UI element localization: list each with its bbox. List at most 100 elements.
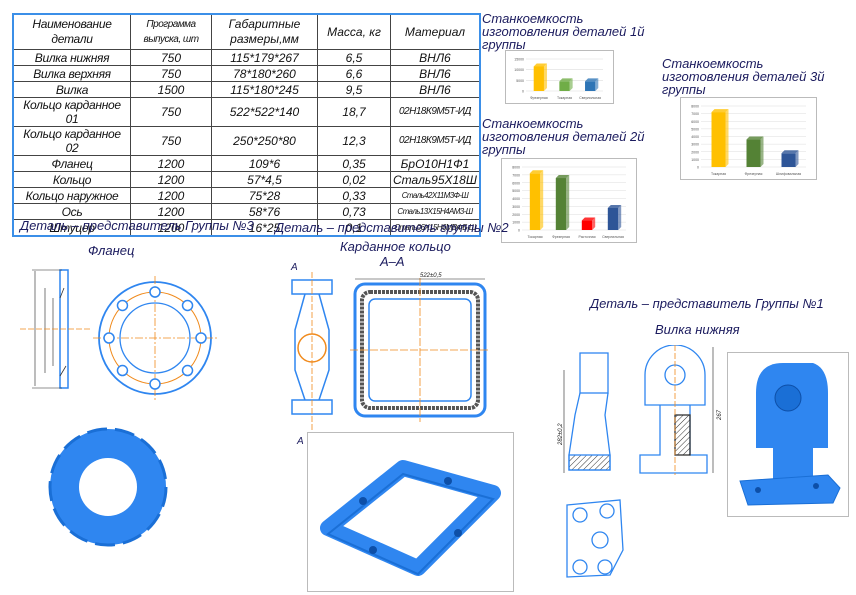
cell-program: 1200: [130, 171, 212, 188]
cell-name: Кольцо карданное 01: [12, 97, 131, 127]
bar-top: [533, 63, 547, 67]
header-name: Наименование детали: [12, 13, 131, 50]
fork-front-view: [639, 345, 708, 474]
x-tick-label: Токарная: [711, 172, 726, 176]
cell-dimensions: 58*76: [211, 203, 318, 220]
y-tick-label: 6000: [512, 181, 520, 185]
y-tick-label: 3000: [512, 205, 520, 209]
bar-top: [559, 78, 573, 82]
cell-program: 1200: [130, 219, 212, 237]
cell-material: Сталь06Х15Н6МВФБ-Ш: [389, 219, 481, 237]
cell-material: Сталь13Х15Н4АМ3-Ш: [389, 203, 481, 220]
cell-mass: 0,1: [317, 219, 391, 237]
cell-material: ВНЛ6: [389, 65, 481, 82]
group1-title: Деталь – представитель Группы №1: [590, 296, 824, 311]
cell-dimensions: 115*179*267: [211, 49, 318, 66]
group3-part-name: Фланец: [88, 243, 135, 258]
flange-drawings: [20, 269, 217, 547]
cell-program: 1200: [130, 155, 212, 172]
cell-program: 750: [130, 97, 212, 127]
x-tick-label: Токарная: [527, 235, 542, 239]
cell-dimensions: 78*180*260: [211, 65, 318, 82]
cell-name: Фланец: [12, 155, 131, 172]
bolt-hole: [149, 378, 161, 390]
x-tick-label: Токарная: [557, 96, 572, 100]
parts-table: Наименование детали Программа выпуска, ш…: [12, 13, 481, 237]
fork-3d-model: [727, 352, 849, 517]
ring-section-view: 522±0,5: [350, 273, 490, 422]
cell-name: Ось: [12, 203, 131, 220]
cell-dimensions: 109*6: [211, 155, 318, 172]
header-material: Материал: [389, 13, 481, 50]
gimbal-ring-drawings: 522±0,5: [291, 272, 490, 430]
bar-top: [607, 204, 622, 208]
bar-top: [711, 109, 729, 113]
y-tick-label: 10000: [514, 68, 524, 72]
bar-side: [540, 170, 544, 230]
y-tick-label: 4000: [691, 135, 699, 139]
bar-side: [618, 204, 622, 230]
y-tick-label: 1000: [512, 221, 520, 225]
cell-mass: 6,5: [317, 49, 391, 66]
bar-top: [529, 170, 544, 174]
y-tick-label: 8000: [691, 105, 699, 109]
section-mark-top: А: [291, 262, 298, 273]
x-tick-label: Сверлильная: [602, 235, 624, 239]
bar-side: [595, 78, 599, 91]
cell-mass: 0,73: [317, 203, 391, 220]
bar: [585, 81, 596, 91]
cell-mass: 0,35: [317, 155, 391, 172]
cell-name: Кольцо карданное 02: [12, 126, 131, 156]
bolt-hole: [181, 364, 194, 377]
bar-top: [555, 175, 570, 179]
bar: [559, 81, 570, 91]
bar-side: [592, 217, 596, 230]
bar-top: [581, 217, 596, 221]
bar-side: [566, 175, 570, 230]
cell-name: Кольцо наружное: [12, 187, 131, 204]
ring-width-dimension: 522±0,5: [420, 273, 442, 279]
group1-part-name: Вилка нижняя: [655, 322, 740, 337]
chart2-title: Станкоемкость изготовления деталей 2й гр…: [482, 116, 645, 157]
table-header-row: Наименование детали Программа выпуска, ш…: [12, 13, 481, 50]
bolt-hole: [103, 332, 115, 344]
cell-mass: 0,02: [317, 171, 391, 188]
cell-name: Вилка верхняя: [12, 65, 131, 82]
y-tick-label: 6000: [691, 120, 699, 124]
y-tick-label: 1000: [691, 158, 699, 162]
x-tick-label: Фрезерная: [530, 96, 548, 100]
cell-dimensions: 522*522*140: [211, 97, 318, 127]
cell-mass: 0,33: [317, 187, 391, 204]
group2-part-name: Карданное кольцо: [340, 239, 451, 254]
cell-dimensions: 115*180*245: [211, 81, 318, 98]
x-tick-label: Шлифовальная: [776, 172, 802, 176]
y-tick-label: 5000: [512, 189, 520, 193]
bolt-hole: [181, 299, 194, 312]
cell-material: ВНЛ6: [389, 49, 481, 66]
cell-program: 750: [130, 126, 212, 156]
fork-drawings: 267 282±0,2: [558, 345, 723, 578]
x-tick-label: Фрезерная: [552, 235, 570, 239]
y-tick-label: 7000: [512, 173, 520, 177]
group2-title: Деталь – представитель группы №2: [275, 220, 509, 235]
cell-mass: 6,6: [317, 65, 391, 82]
y-tick-label: 3000: [691, 143, 699, 147]
cell-dimensions: 75*28: [211, 187, 318, 204]
bolt-hole: [149, 286, 161, 298]
x-tick-label: Фрезерная: [745, 172, 763, 176]
chart1-title: Станкоемкость изготовления деталей 1й гр…: [482, 11, 645, 52]
fork-height-dimension-2: 282±0,2: [558, 423, 564, 446]
bar-top: [585, 78, 599, 82]
header-dimensions: Габаритные размеры,мм: [211, 13, 318, 50]
bolt-hole: [116, 364, 129, 377]
section-label: А–А: [380, 254, 405, 269]
